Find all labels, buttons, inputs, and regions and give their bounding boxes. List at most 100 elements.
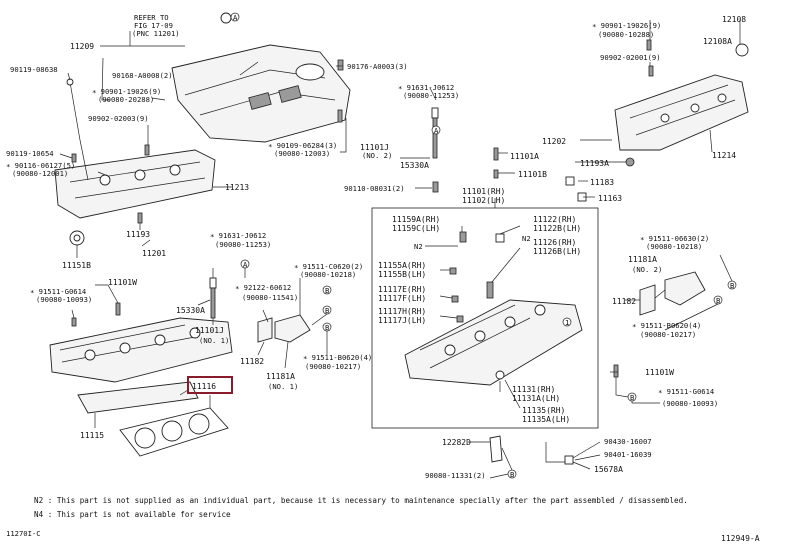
label-11126b[interactable]: 11126B(LH) [533,247,581,256]
stud-11101b[interactable] [493,169,499,179]
oil-filler-cap-12108[interactable] [735,43,749,57]
bolt-90176[interactable] [337,59,344,71]
label-90168[interactable]: 90168-A0008(2) [112,71,173,80]
stud-11101a[interactable] [493,147,499,161]
label-90430[interactable]: 90430-16007 [604,437,652,446]
label-11117h[interactable]: 11117H(RH) [378,307,426,316]
label-11183[interactable]: 11183 [590,178,614,187]
gasket-11193a[interactable] [625,157,635,167]
label-11214[interactable]: 11214 [712,151,736,160]
label-91511-c0620[interactable]: ∗ 91511-C0620(2) [294,262,363,271]
label-11182-rh[interactable]: 11182 [612,297,636,306]
label-90110[interactable]: 90110-08031(2) [344,184,405,193]
label-11122b[interactable]: 11122B(LH) [533,224,581,233]
label-90080-11253-rh[interactable]: (90080-11253) [403,91,459,100]
label-11155a[interactable]: 11155A(RH) [378,261,426,270]
label-90902-02003[interactable]: 90902-02003(9) [88,114,149,123]
gasket-11115[interactable] [77,381,199,414]
label-11181a-no2[interactable]: 11181A [628,255,657,264]
union-15678a[interactable] [564,455,574,465]
stud-11101w-lh[interactable] [71,302,121,327]
label-91631-rh[interactable]: ∗ 91631-J0612 [398,83,454,92]
label-11163[interactable]: 11163 [598,194,622,203]
bolt-11101j-no2[interactable] [431,107,439,159]
label-11116-highlighted[interactable]: 11116 [192,382,216,391]
label-11117j[interactable]: 11117J(LH) [378,316,426,325]
label-91511-06630[interactable]: ∗ 91511-06630(2) [640,234,709,243]
bolt-90902-02001[interactable] [648,65,654,77]
label-15330a-rh[interactable]: 15330A [400,161,429,170]
label-90902-02001[interactable]: 90902-02001(9) [600,53,661,62]
label-11115[interactable]: 11115 [80,431,104,440]
grommet-90168[interactable] [220,12,232,24]
label-90119-08638[interactable]: 90119-08638 [10,65,58,74]
bolt-90110[interactable] [432,181,439,193]
cylinder-head-cover-lh[interactable] [54,149,216,219]
label-11117f[interactable]: 11117F(LH) [378,294,426,303]
bracket-11182-lh[interactable] [257,317,273,343]
label-11135[interactable]: 11135(RH) [522,406,565,415]
label-12282d[interactable]: 12282D [442,438,471,447]
label-92122[interactable]: ∗ 92122-60612 [235,283,291,292]
label-12108[interactable]: 12108 [722,15,746,24]
stud-11101w-rh[interactable] [613,364,619,378]
label-15678a[interactable]: 15678A [594,465,623,474]
label-11209[interactable]: 11209 [70,42,94,51]
label-11101b[interactable]: 11101B [518,170,547,179]
bracket-11181a-no1[interactable] [274,314,311,343]
seal-11183[interactable] [565,176,575,186]
label-90080-20288[interactable]: (90080-20288) [98,95,154,104]
label-90080-11541[interactable]: (90080-11541) [242,293,298,302]
label-11101j-no1[interactable]: 11101J [195,326,224,335]
label-90176[interactable]: 90176-A0003(3) [347,62,408,71]
label-12108a[interactable]: 12108A [703,37,732,46]
cylinder-head-gasket-11116[interactable] [119,407,229,457]
cylinder-head-lh[interactable] [49,317,233,383]
label-11151b[interactable]: 11151B [62,261,91,270]
label-11159c[interactable]: 11159C(LH) [392,224,440,233]
label-11155b[interactable]: 11155B(LH) [378,270,426,279]
oil-filler-cap-11151b[interactable] [69,230,85,246]
label-11117e[interactable]: 11117E(RH) [378,285,426,294]
label-11126[interactable]: 11126(RH) [533,238,576,247]
label-90119-10654[interactable]: 90119-10654 [6,149,54,158]
label-11131a[interactable]: 11131A(LH) [512,394,560,403]
label-11101j-no2[interactable]: 11101J [360,143,389,152]
label-11101w-lh[interactable]: 11101W [108,278,137,287]
label-90116[interactable]: ∗ 90116-06127(5) [6,161,75,170]
gasket-11193[interactable] [137,212,143,224]
label-15330a-lh[interactable]: 15330A [176,306,205,315]
bolt-11101j-no1[interactable] [209,277,217,319]
label-91511-g0614-lh[interactable]: ∗ 91511-G0614 [30,287,86,296]
label-90080-10288[interactable]: (90080-10288) [598,30,654,39]
label-90901-rh[interactable]: ∗ 90901-19026(9) [592,21,661,30]
label-11193[interactable]: 11193 [126,230,150,239]
label-91511-b0620-lh[interactable]: ∗ 91511-B0620(4) [303,353,372,362]
label-90901-lh[interactable]: ∗ 90901-19026(9) [92,87,161,96]
label-11181a-no1[interactable]: 11181A [266,372,295,381]
bolt-90109[interactable] [337,109,343,123]
bracket-11181a-no2[interactable] [664,271,706,306]
label-11131[interactable]: 11131(RH) [512,385,555,394]
label-11182-lh[interactable]: 11182 [240,357,264,366]
cylinder-head-cover-rh[interactable] [614,74,749,151]
label-11202[interactable]: 11202 [542,137,566,146]
label-91631-lh[interactable]: ∗ 91631-J0612 [210,231,266,240]
label-11159a[interactable]: 11159A(RH) [392,215,440,224]
bracket-11182-rh[interactable] [639,284,656,316]
label-11101w-rh[interactable]: 11101W [645,368,674,377]
label-11193a[interactable]: 11193A [580,159,609,168]
label-11102-lh[interactable]: 11102(LH) [462,196,505,205]
label-90080-10218-rh[interactable]: (90080-10218) [646,242,702,251]
bolt-90901-rh[interactable] [646,39,652,51]
label-90080-11253-lh[interactable]: (90080-11253) [215,240,271,249]
label-90080-11331[interactable]: 90080-11331(2) [425,471,486,480]
label-90080-10218-lh[interactable]: (90080-10218) [300,270,356,279]
label-11122[interactable]: 11122(RH) [533,215,576,224]
label-90080-10217-rh[interactable]: (90080-10217) [640,330,696,339]
label-11101-rh[interactable]: 11101(RH) [462,187,505,196]
label-90080-10217-lh[interactable]: (90080-10217) [305,362,361,371]
label-90080-12003[interactable]: (90080-12003) [274,149,330,158]
bolt-90902-02003[interactable] [144,144,150,156]
label-90109[interactable]: ∗ 90109-06284(3) [268,141,337,150]
